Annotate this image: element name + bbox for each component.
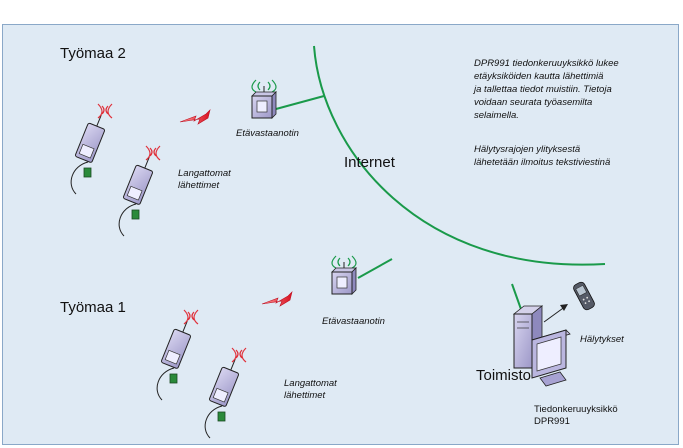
description-text: DPR991 tiedonkeruuyksikkö lukee etäyksik… — [472, 58, 619, 168]
description-line: etäyksiköiden kautta lähettimiä — [474, 71, 603, 82]
description-line: DPR991 tiedonkeruuyksikkö lukee — [474, 58, 619, 69]
mobile-phone-icon — [573, 281, 595, 311]
wireless-transmitters-label-top-line1: Langattomat — [178, 168, 231, 179]
office-label: Toimisto — [476, 367, 531, 384]
wireless-transmitter-icon — [204, 347, 247, 439]
description-line: voidaan seurata työasemilta — [474, 97, 592, 108]
radio-signal-bolt-icon — [179, 109, 211, 125]
wireless-transmitters-label-bottom-line2: lähettimet — [284, 390, 326, 401]
alarms-label: Hälytykset — [580, 334, 624, 345]
data-logger-label-line1: Tiedonkeruuyksikkö — [534, 404, 618, 415]
remote-receiver-label-bottom: Etävastaanotin — [322, 316, 385, 327]
monitor-icon — [531, 329, 571, 387]
diagram-background — [2, 24, 679, 445]
wireless-transmitter-icon — [118, 145, 161, 237]
data-logger-label-line2: DPR991 — [534, 416, 570, 427]
remote-receiver-label-top: Etävastaanotin — [236, 128, 299, 139]
internet-label: Internet — [344, 154, 396, 171]
wireless-transmitters-label-bottom-line1: Langattomat — [284, 378, 337, 389]
wireless-transmitter-icon — [70, 103, 113, 195]
link-receiver-top — [275, 95, 325, 110]
site-1-title: Työmaa 1 — [60, 299, 126, 316]
internet-backbone-line — [313, 45, 606, 266]
radio-signal-bolt-icon — [261, 291, 293, 307]
alarm-arrowhead — [560, 304, 568, 311]
remote-receiver-icon — [331, 255, 357, 295]
link-office — [511, 283, 523, 313]
alarm-description-line: Hälytysrajojen ylityksestä — [474, 144, 580, 155]
alarm-description-line: lähetetään ilmoitus tekstiviestinä — [474, 157, 610, 168]
wireless-transmitter-icon — [156, 309, 199, 401]
remote-receiver-icon — [251, 79, 277, 119]
site-2-title: Työmaa 2 — [60, 45, 126, 62]
description-line: selaimella. — [474, 110, 519, 121]
wireless-transmitters-label-top-line2: lähettimet — [178, 180, 220, 191]
alarm-arrow — [543, 305, 567, 323]
link-receiver-bottom — [357, 258, 393, 279]
description-line: ja tallettaa tiedot muistiin. Tietoja — [472, 84, 612, 95]
